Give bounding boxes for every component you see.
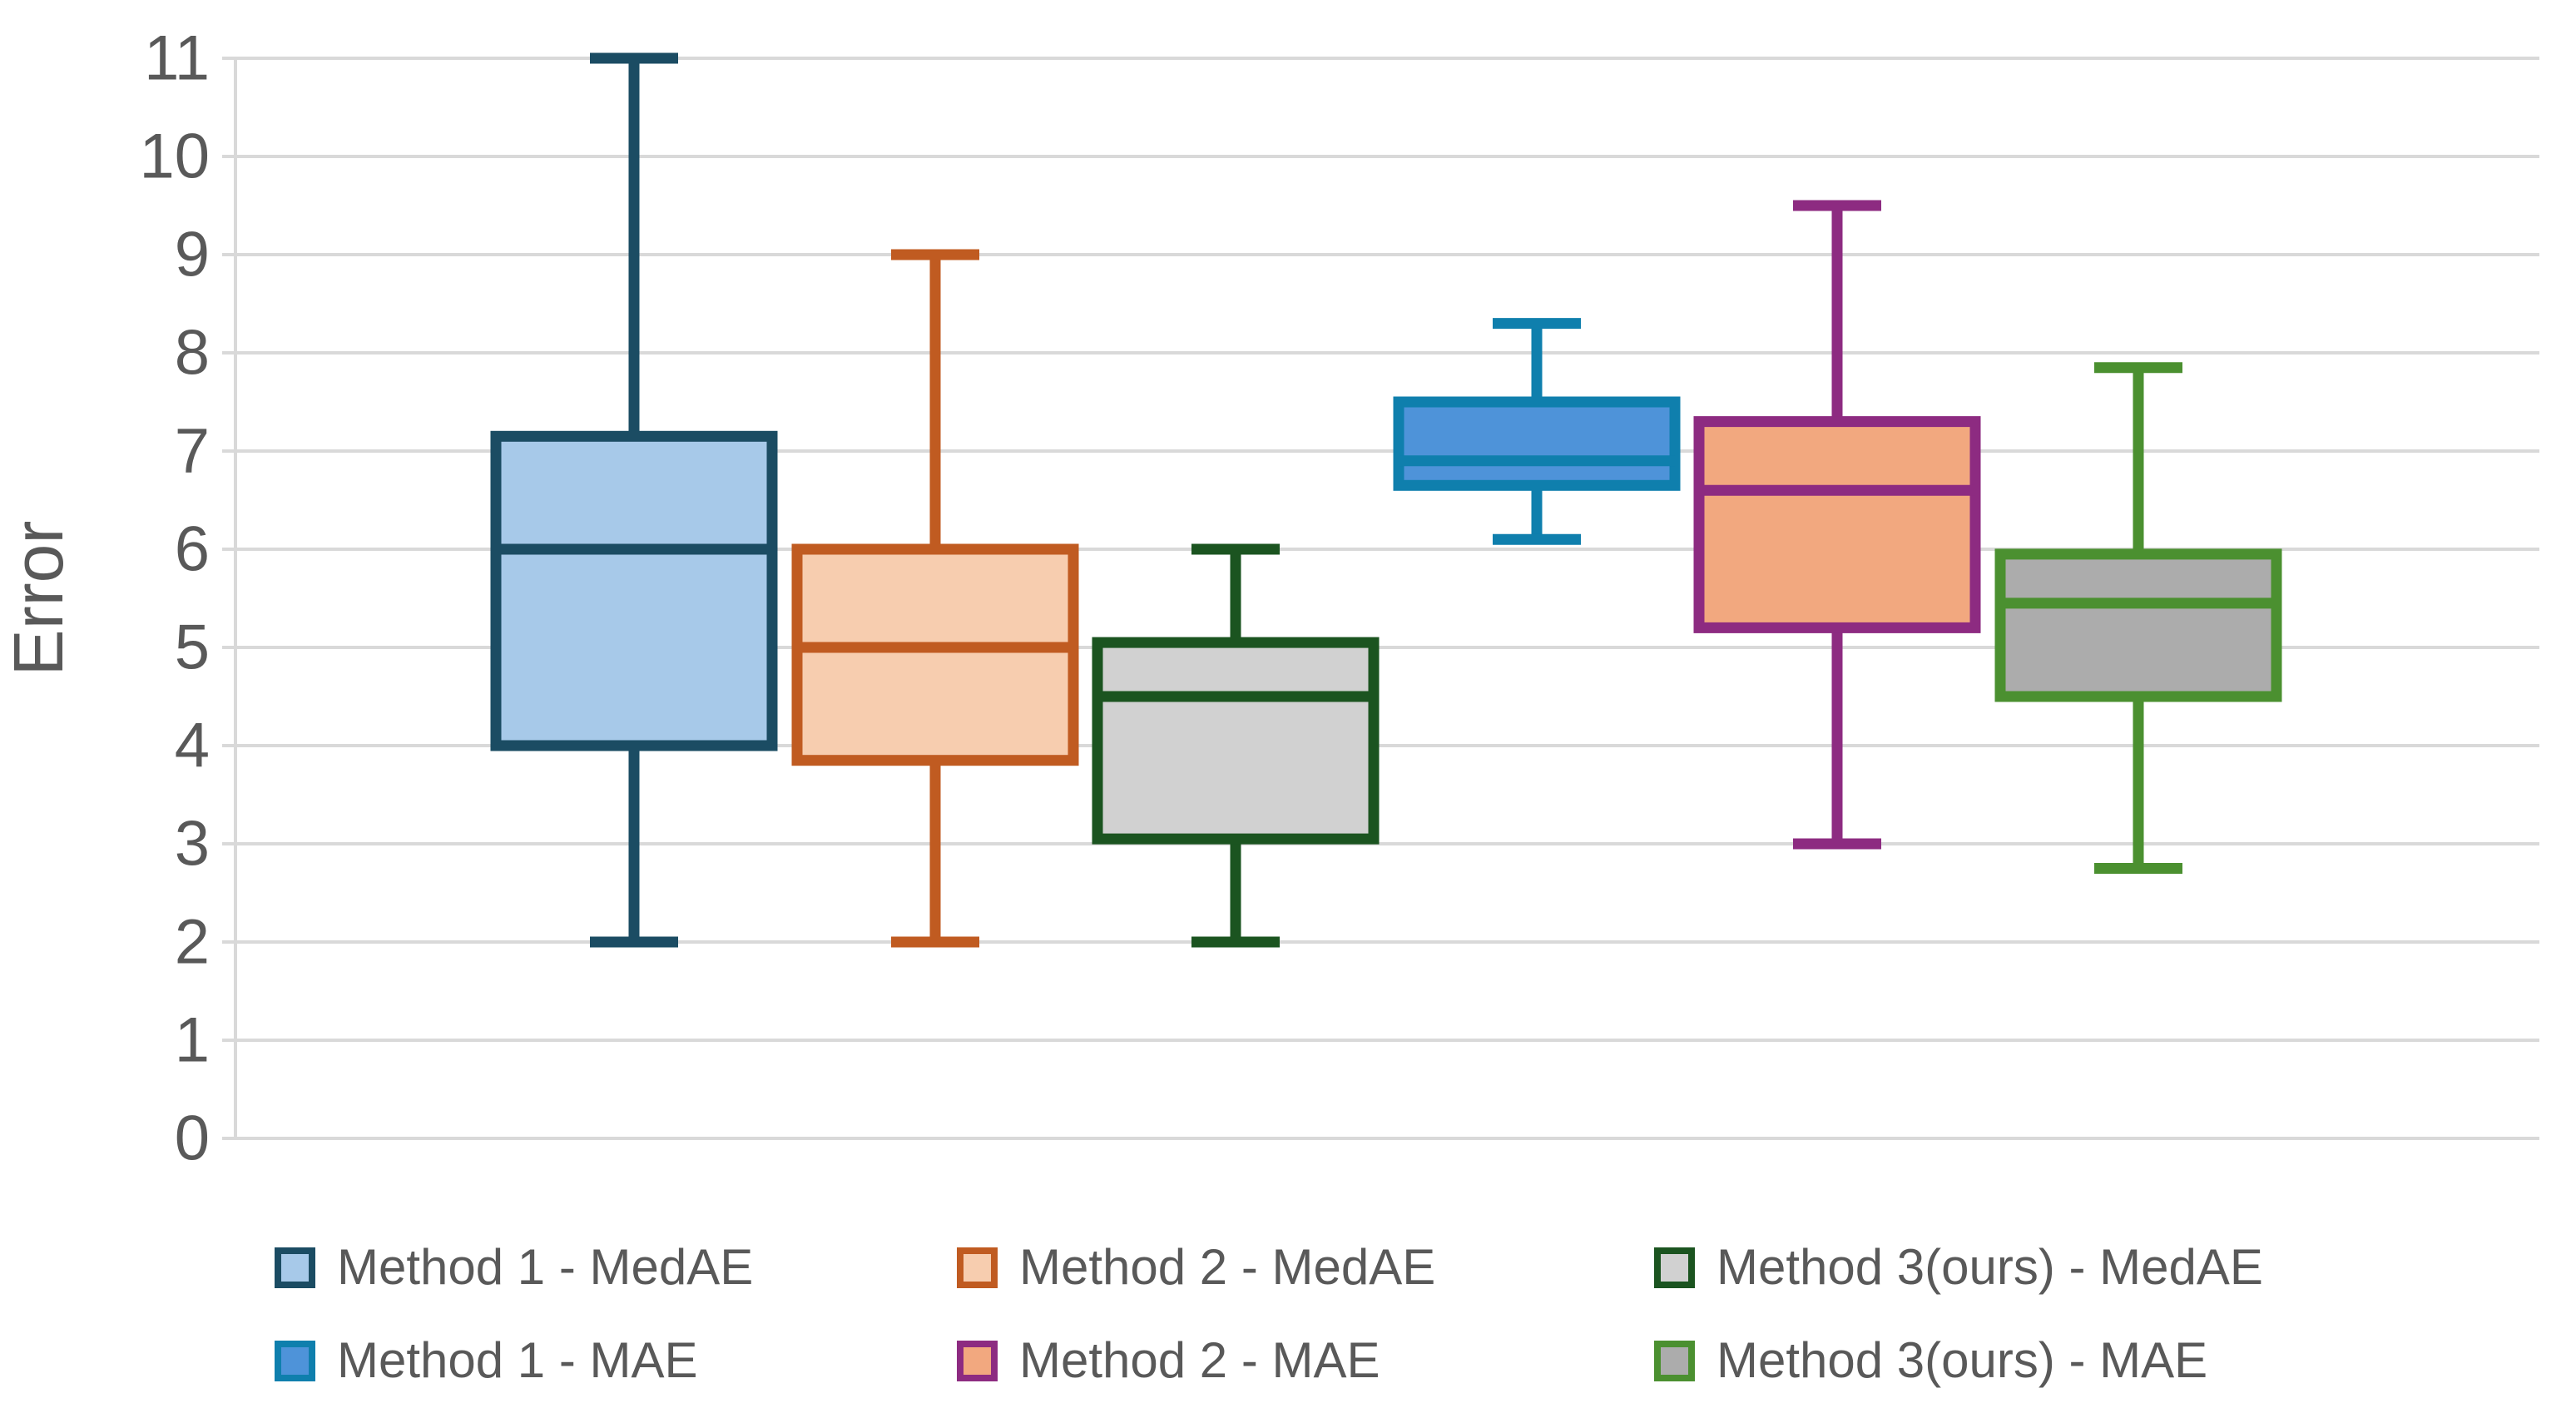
y-tick-label: 11 (144, 23, 210, 94)
y-axis-title: Error (0, 521, 77, 677)
y-tick-label: 1 (175, 1005, 210, 1076)
box-method-2-mae (1693, 416, 1981, 633)
box-method-1-medae (490, 430, 778, 751)
legend-item: Method 1 - MedAE (275, 1239, 754, 1295)
y-tick-label: 6 (175, 514, 210, 585)
legend-label: Method 1 - MAE (337, 1332, 698, 1388)
legend-swatch-icon (275, 1340, 315, 1381)
y-tick-label: 4 (175, 711, 210, 781)
legend-swatch-icon (1654, 1247, 1695, 1288)
box-method-1-mae (1393, 396, 1681, 491)
legend-label: Method 2 - MedAE (1019, 1239, 1436, 1295)
y-tick-label: 3 (175, 809, 210, 880)
legend-swatch-icon (1654, 1340, 1695, 1381)
legend-swatch-icon (275, 1247, 315, 1288)
y-tick-label: 10 (139, 121, 210, 192)
y-tick-label: 9 (175, 220, 210, 290)
legend-item: Method 3(ours) - MedAE (1654, 1239, 2263, 1295)
legend-label: Method 3(ours) - MedAE (1717, 1239, 2263, 1295)
box-method-3-ours-mae (1994, 548, 2282, 702)
legend-swatch-icon (957, 1340, 998, 1381)
legend-label: Method 2 - MAE (1019, 1332, 1380, 1388)
plot-area: Error 0 1 2 3 4 5 6 7 8 9 10 11 (0, 23, 2539, 1174)
y-tick-label: 0 (175, 1103, 210, 1174)
box-method-3-ours-medae (1092, 637, 1380, 845)
legend-label: Method 1 - MedAE (337, 1239, 754, 1295)
y-tick-label: 2 (175, 907, 210, 978)
y-tick-label: 7 (175, 416, 210, 487)
y-tick-label: 5 (175, 612, 210, 683)
legend-swatch-icon (957, 1247, 998, 1288)
legend-label: Method 3(ours) - MAE (1717, 1332, 2208, 1388)
box-method-2-medae (791, 543, 1079, 766)
legend-item: Method 3(ours) - MAE (1654, 1332, 2208, 1388)
y-tick-label: 8 (175, 318, 210, 389)
legend-item: Method 2 - MAE (957, 1332, 1380, 1388)
legend-item: Method 2 - MedAE (957, 1239, 1436, 1295)
legend-item: Method 1 - MAE (275, 1332, 698, 1388)
